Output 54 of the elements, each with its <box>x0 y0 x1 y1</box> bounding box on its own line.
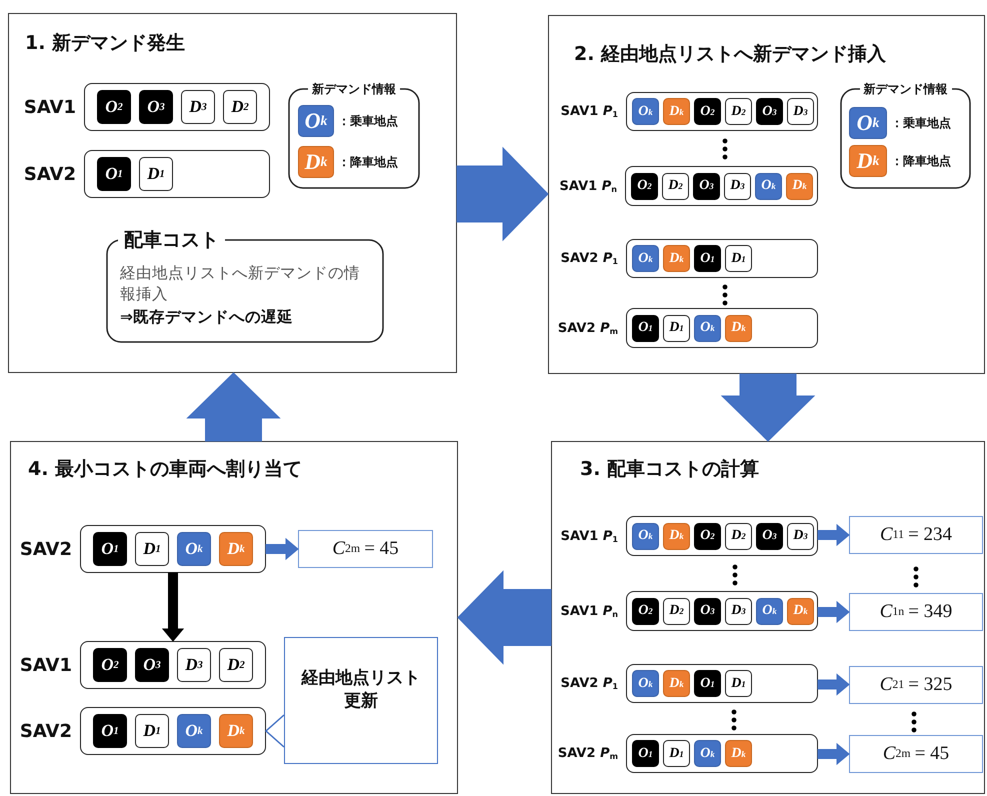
note-callout: 経由地点リスト更新 <box>284 637 438 764</box>
panel-title: 2. 経由地点リストへ新デマンド挿入 <box>574 42 886 67</box>
vehicle-label: SAV1 <box>20 654 72 676</box>
vehicle-label: SAV2 <box>20 538 72 560</box>
panel <box>8 13 457 373</box>
vehicle-label: SAV1 <box>24 96 76 118</box>
callout-box <box>106 227 384 343</box>
vehicle-label: SAV1 P$_{n}$ <box>560 178 617 194</box>
block-arrow <box>162 572 184 642</box>
vehicle-label: SAV2 <box>20 720 72 742</box>
vehicle-label: SAV1 P$_{n}$ <box>560 604 618 618</box>
panel-title: 3. 配車コストの計算 <box>580 457 760 482</box>
legend-text: ：乗車地点 <box>891 115 951 132</box>
panel <box>10 441 458 794</box>
callout-pointer <box>264 714 285 748</box>
block-arrow <box>456 146 549 242</box>
route-list-bar <box>626 308 818 348</box>
block-arrow <box>818 742 850 766</box>
route-list-bar <box>626 734 818 773</box>
block-arrow <box>818 600 850 624</box>
route-list-bar <box>80 641 266 689</box>
vehicle-label: SAV1 P$_{1}$ <box>560 104 618 119</box>
vehicle-label: SAV2 P$_{m}$ <box>558 746 618 761</box>
legend-text: ：降車地点 <box>338 154 398 171</box>
route-list-bar <box>84 150 270 198</box>
block-arrow <box>818 524 850 546</box>
route-list-bar <box>626 591 818 631</box>
legend-text: ：降車地点 <box>891 153 951 170</box>
panel-title: 1. 新デマンド発生 <box>25 31 186 56</box>
panel <box>548 15 985 374</box>
panel-title: 4. 最小コストの車両へ割り当て <box>28 457 302 482</box>
route-list-bar <box>80 525 266 573</box>
panel <box>551 441 985 794</box>
vehicle-label: SAV2 P$_{1}$ <box>560 251 618 266</box>
legend-box <box>840 81 971 189</box>
block-arrow <box>457 570 552 665</box>
vehicle-label: SAV2 P$_{m}$ <box>558 320 618 336</box>
legend-title: 新デマンド情報 <box>860 81 952 98</box>
route-list-bar <box>626 664 818 703</box>
vehicle-label: SAV2 P$_{1}$ <box>560 676 618 691</box>
vehicle-label: SAV2 <box>24 164 76 184</box>
legend-box <box>288 81 420 189</box>
block-arrow <box>818 673 850 696</box>
block-arrow <box>266 538 299 560</box>
route-list-bar <box>84 83 270 131</box>
block-arrow <box>720 374 816 442</box>
vehicle-label: SAV1 P$_{1}$ <box>560 528 618 544</box>
route-list-bar <box>626 239 818 278</box>
block-arrow <box>186 372 281 442</box>
legend-title: 新デマンド情報 <box>308 81 400 98</box>
route-list-bar <box>626 92 818 131</box>
route-list-bar <box>626 516 818 556</box>
route-list-bar <box>625 166 818 206</box>
legend-text: ：乗車地点 <box>338 113 398 130</box>
